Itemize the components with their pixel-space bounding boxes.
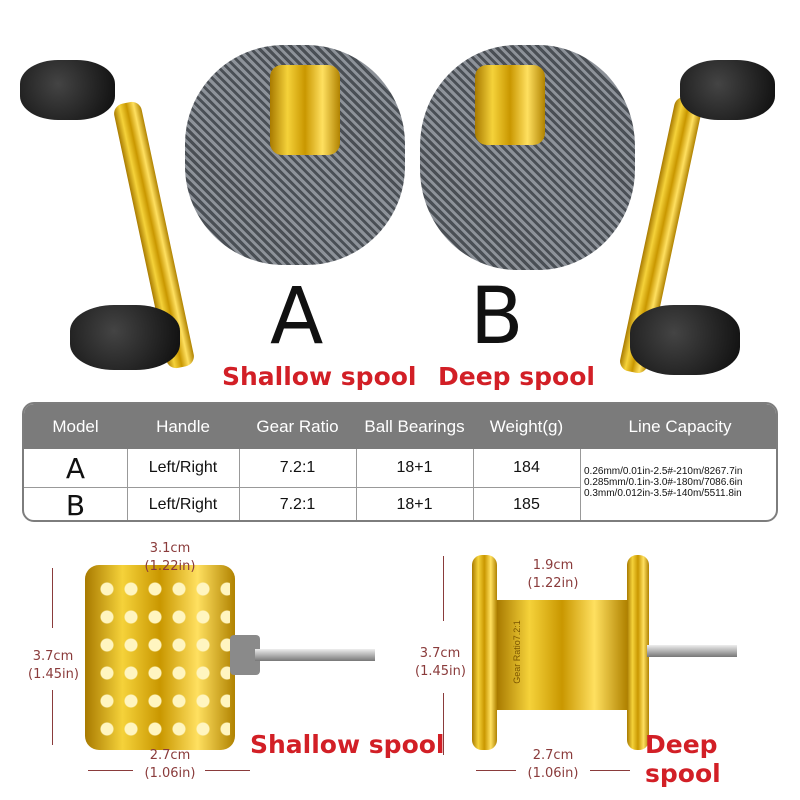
header-handle: Handle (156, 416, 210, 436)
shallow-bottom-width-dim: 2.7cm (1.06in) (135, 747, 205, 783)
shallow-spool-image (85, 565, 385, 750)
spool-engraving: Gear Ratio7.2:1 (512, 620, 522, 684)
dim-in: (1.45in) (28, 667, 79, 682)
header-model: Model (52, 416, 99, 436)
cell-handle: Left/Right (148, 459, 218, 476)
spool-window (475, 65, 545, 145)
shallow-spool-caption: Shallow spool (250, 730, 445, 759)
handle-knob-bottom (70, 305, 180, 370)
dim-cm: 2.7cm (149, 748, 191, 763)
spec-table: Model Handle Gear Ratio Ball Bearings We… (22, 402, 778, 522)
cell-model: A (65, 451, 86, 485)
shallow-height-dim: 3.7cm (1.45in) (28, 648, 79, 684)
cell-handle: Left/Right (148, 496, 218, 513)
dim-in: (1.22in) (144, 559, 196, 574)
deep-spool-label: Deep spool (438, 362, 595, 391)
cell-ball-bearings: 18+1 (396, 459, 433, 476)
header-gear-ratio: Gear Ratio (256, 416, 339, 436)
spool-window (270, 65, 340, 155)
reel-a-image (20, 40, 405, 380)
cell-gear-ratio: 7.2:1 (279, 459, 316, 476)
deep-bottom-width-dim: 2.7cm (1.06in) (518, 747, 588, 783)
dim-cm: 1.9cm (532, 558, 574, 573)
dim-cm: 3.7cm (419, 646, 461, 661)
model-b-letter: B (470, 272, 524, 362)
deep-spool-image: Gear Ratio7.2:1 (462, 555, 782, 755)
dim-in: (1.22in) (527, 576, 579, 591)
dim-cm: 2.7cm (532, 748, 574, 763)
cell-weight: 184 (513, 459, 540, 476)
header-line-capacity: Line Capacity (628, 416, 732, 436)
dim-in: (1.06in) (144, 766, 196, 781)
handle-knob-bottom (630, 305, 740, 375)
cell-weight: 185 (513, 496, 540, 513)
handle-knob-top (20, 60, 115, 120)
model-a-letter: A (270, 272, 324, 362)
shallow-top-width-dim: 3.1cm (1.22in) (135, 540, 205, 576)
cell-line-capacity: 0.26mm/0.01in-2.5#-210m/8267.7in 0.285mm… (584, 466, 742, 499)
dim-in: (1.45in) (415, 664, 466, 679)
reel-b-image (415, 40, 785, 380)
deep-top-width-dim: 1.9cm (1.22in) (518, 557, 588, 593)
dim-cm: 3.1cm (149, 541, 191, 556)
deep-spool-caption: Deep spool (645, 730, 721, 788)
dim-in: (1.06in) (527, 766, 579, 781)
cell-ball-bearings: 18+1 (396, 496, 433, 513)
cell-gear-ratio: 7.2:1 (279, 496, 316, 513)
cell-model: B (65, 488, 86, 522)
deep-height-dim: 3.7cm (1.45in) (415, 645, 466, 681)
line-capacity-2: 0.285mm/0.1in-3.0#-180m/7086.6in (584, 477, 743, 488)
line-capacity-1: 0.26mm/0.01in-2.5#-210m/8267.7in (584, 466, 743, 477)
table-header (24, 404, 776, 449)
dim-cm: 3.7cm (32, 649, 74, 664)
shallow-spool-label: Shallow spool (222, 362, 417, 391)
line-capacity-3: 0.3mm/0.012in-3.5#-140m/5511.8in (584, 488, 742, 499)
handle-knob-top (680, 60, 775, 120)
header-ball-bearings: Ball Bearings (364, 416, 465, 436)
header-weight: Weight(g) (489, 416, 564, 436)
